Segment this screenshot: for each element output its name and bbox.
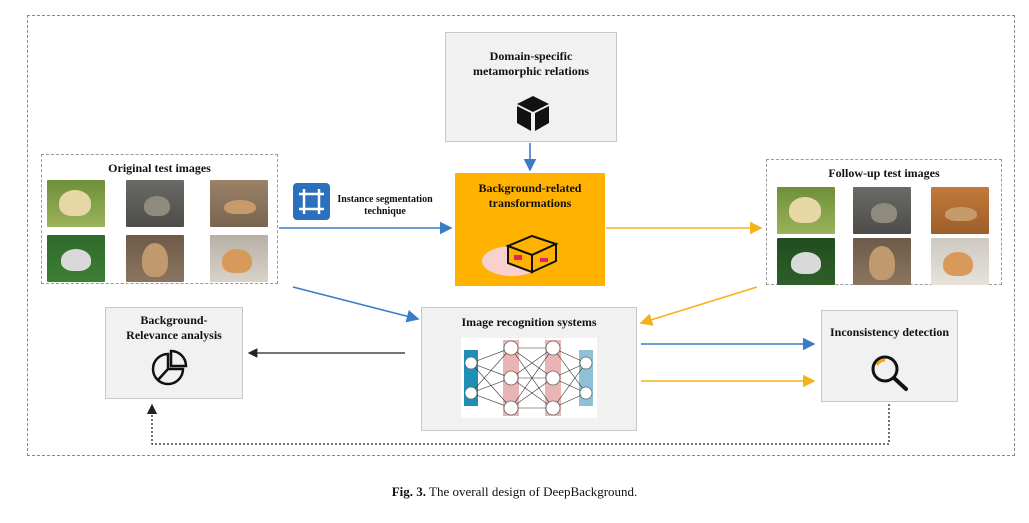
followup-photo-2 (853, 187, 911, 234)
original-photo-5 (126, 235, 184, 282)
followup-photo-1 (777, 187, 835, 234)
outer-frame (27, 15, 1015, 456)
caption-text: The overall design of DeepBackground. (429, 484, 638, 499)
original-photo-3 (210, 180, 268, 227)
cube-icon (517, 96, 549, 131)
original-photo-1 (47, 180, 105, 227)
original-images-box: Original test images (41, 154, 278, 284)
domain-specific-title-line1: Domain-specific (489, 49, 573, 63)
caption-label: Fig. 3. (391, 484, 426, 499)
segmentation-label-line2: technique (364, 206, 406, 217)
inconsistency-box: Inconsistency detection (821, 310, 958, 402)
crop-frame-icon (293, 183, 330, 220)
followup-photo-6 (931, 238, 989, 285)
arrow-followup-to-recognition (639, 286, 758, 326)
arrow-original-to-recognition (292, 286, 420, 323)
neural-network-icon (461, 338, 597, 418)
transformations-title-line1: Background-related (478, 181, 582, 195)
figure-caption: Fig. 3. The overall design of DeepBackgr… (0, 484, 1029, 500)
followup-photo-3 (931, 187, 989, 234)
original-photo-6 (210, 235, 268, 282)
pie-chart-icon (151, 349, 188, 386)
transformations-title-line2: transformations (488, 196, 572, 210)
recognition-box: Image recognition systems (421, 307, 637, 431)
followup-images-title: Follow-up test images (828, 166, 940, 180)
original-images-title: Original test images (108, 161, 211, 175)
relevance-box: Background- Relevance analysis (105, 307, 243, 399)
transformations-box: Background-related transformations (455, 173, 605, 286)
magnifier-icon (871, 355, 908, 391)
relevance-title-line2: Relevance analysis (126, 328, 222, 342)
followup-photo-5 (853, 238, 911, 285)
original-photo-4 (47, 235, 105, 282)
segmentation-label-line1: Instance segmentation (337, 194, 433, 205)
original-photo-2 (126, 180, 184, 227)
arrow-inconsistency-to-relevance (146, 403, 890, 445)
segmentation-label: Instance segmentation technique (335, 194, 435, 218)
followup-images-box: Follow-up test images (766, 159, 1002, 285)
domain-specific-title-line2: metamorphic relations (472, 64, 590, 78)
relevance-title-line1: Background- (140, 313, 208, 327)
followup-photo-4 (777, 238, 835, 285)
box-icon (482, 234, 559, 276)
domain-specific-box: Domain-specific metamorphic relations (445, 32, 617, 142)
recognition-title: Image recognition systems (461, 315, 597, 329)
inconsistency-title: Inconsistency detection (830, 325, 949, 339)
